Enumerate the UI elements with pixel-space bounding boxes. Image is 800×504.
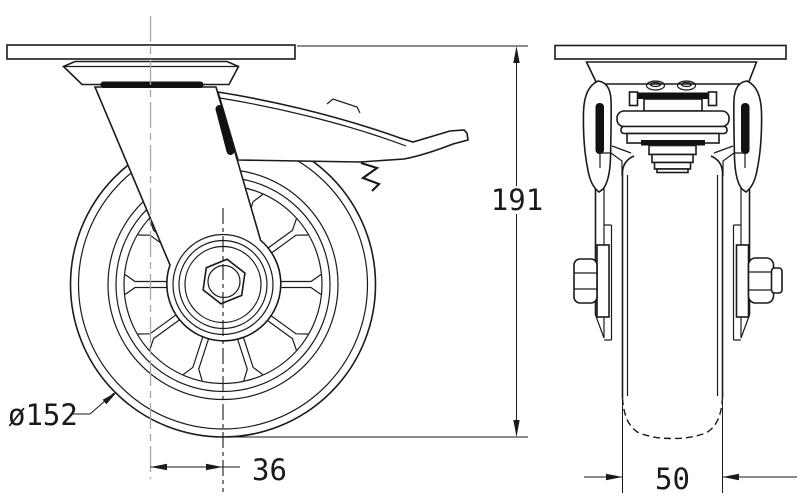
wheel-side-tread-bottom xyxy=(621,397,724,440)
dimensions: 191 36 50 ø152 xyxy=(8,45,797,496)
axle-hex-nut-front xyxy=(202,258,246,305)
mounting-plate-side xyxy=(554,44,787,60)
axle-washer-right xyxy=(735,244,750,318)
diameter-leader-line xyxy=(73,392,115,415)
fork-ear-left-foot xyxy=(599,152,623,176)
arrow-down-icon xyxy=(513,420,520,437)
side-view xyxy=(554,44,787,440)
swivel-head-front xyxy=(62,60,240,88)
hub-plates-side xyxy=(604,224,741,341)
brake-mechanism-side xyxy=(611,80,734,174)
fork-ear-right-foot xyxy=(722,152,746,176)
dimension-offset: 36 xyxy=(150,453,287,487)
brake-adjuster-stack xyxy=(648,144,697,174)
fork-ears-side xyxy=(582,80,763,194)
axle-nut xyxy=(747,257,775,304)
dimension-height: 191 xyxy=(225,45,543,438)
brake-tab xyxy=(326,98,361,114)
swivel-cap-lip xyxy=(620,125,728,135)
fork-seal-strip xyxy=(215,105,235,155)
arrow-up-icon xyxy=(513,46,520,63)
front-view xyxy=(6,44,469,438)
wheel-side xyxy=(621,155,724,440)
bolt-slot-left-icon xyxy=(649,81,662,88)
diameter-dimension-label: ø152 xyxy=(8,398,78,432)
swivel-seal-front xyxy=(100,81,204,88)
bolt-head-right-icon xyxy=(676,80,697,91)
dimension-width: 50 xyxy=(584,401,797,496)
brake-spring-clip xyxy=(360,161,381,192)
arrow-left-icon xyxy=(150,463,167,471)
swivel-cap xyxy=(616,110,730,128)
brake-bar-tab-left xyxy=(628,91,639,107)
axle-thread-stub xyxy=(770,267,783,294)
brake-housing-inner-line xyxy=(219,97,407,147)
dimension-diameter: ø152 xyxy=(8,392,117,432)
arrow-leader-icon xyxy=(102,392,117,405)
fork-ear-right-seal xyxy=(741,103,750,154)
offset-dimension-label: 36 xyxy=(252,453,287,487)
bolt-slot-right-icon xyxy=(680,81,693,88)
fork-ear-left-seal xyxy=(595,103,604,154)
arrow-left-icon xyxy=(722,473,739,481)
height-dimension-label: 191 xyxy=(491,183,543,217)
axle-bolt-head xyxy=(573,258,598,304)
swivel-head-side xyxy=(585,61,758,85)
bolt-head-left-icon xyxy=(645,80,666,91)
brake-bar-side xyxy=(636,92,710,99)
centerlines xyxy=(149,16,224,492)
brake-bar-tab-right xyxy=(707,91,718,107)
fork-legs-side xyxy=(594,185,751,339)
axle-washer-left xyxy=(596,244,610,318)
brake-band-seal xyxy=(641,140,705,146)
wheel-hub-front xyxy=(172,233,274,336)
kingpin-block xyxy=(643,98,703,112)
axle-hex-chamfer-circle xyxy=(207,264,241,299)
wheel-side-right-edge xyxy=(710,155,724,398)
width-dimension-label: 50 xyxy=(655,462,690,496)
arrow-right-icon xyxy=(206,463,223,471)
wheel-side-left-edge xyxy=(621,155,635,398)
brake-assembly xyxy=(216,91,469,192)
arrow-right-icon xyxy=(606,473,623,481)
axle-side xyxy=(573,244,783,318)
